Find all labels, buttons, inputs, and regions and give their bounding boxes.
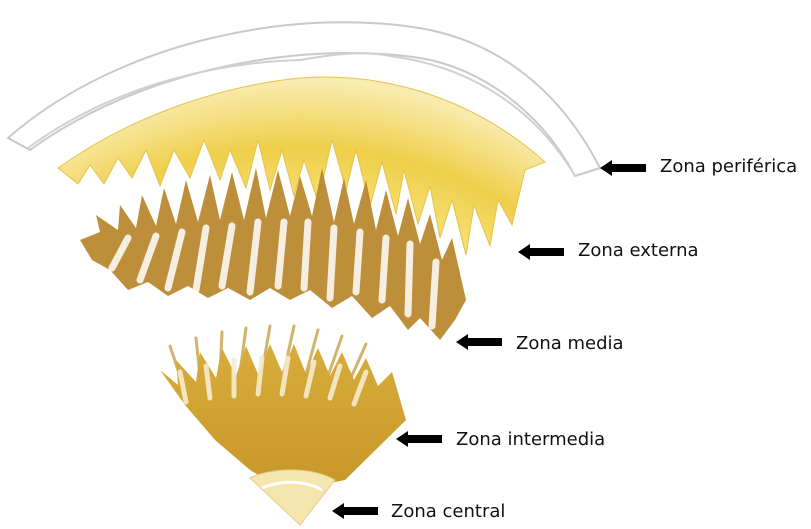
label-zona-media: Zona media <box>516 333 624 355</box>
arrow-left-icon <box>456 331 502 353</box>
arrow-left-icon <box>600 157 646 179</box>
zona-intermedia-region <box>160 344 406 485</box>
arrow-left-icon <box>332 500 378 522</box>
arrow-left-icon <box>518 241 564 263</box>
label-zona-periferica: Zona periférica <box>660 156 797 178</box>
label-zona-intermedia: Zona intermedia <box>456 429 605 451</box>
arrow-left-icon <box>396 428 442 450</box>
label-zona-externa: Zona externa <box>578 240 699 262</box>
zona-externa-region <box>80 168 466 340</box>
label-zona-central: Zona central <box>391 501 505 523</box>
zona-central-region <box>250 470 335 525</box>
